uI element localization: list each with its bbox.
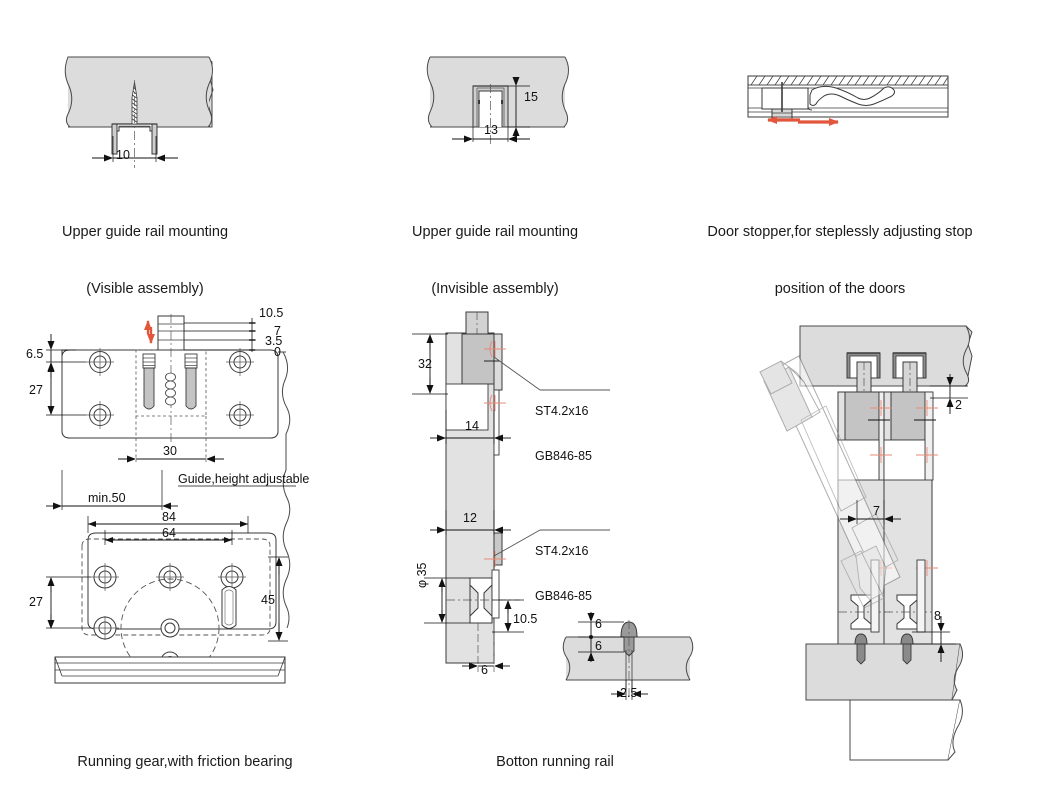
dim-label-30: 30	[163, 444, 177, 458]
dim-label-10p5: 10.5	[259, 306, 284, 320]
note-screw-upper-line1: ST4.2x16	[535, 404, 589, 418]
dimension-64	[104, 530, 233, 545]
note-screw-lower-line2: GB846-85	[535, 589, 592, 603]
dimension-45	[268, 556, 288, 642]
guide-pins	[142, 353, 198, 410]
adjust-direction-arrow	[767, 116, 839, 126]
caption-door-stopper: Door stopper,for steplessly adjusting st…	[690, 185, 990, 318]
dimension-7	[840, 500, 901, 524]
dimension-stack-height	[184, 318, 256, 352]
dim-label-6-rail-b: 6	[595, 639, 602, 653]
dimension-min50	[46, 470, 178, 510]
caption-line-1: Upper guide rail mounting	[411, 224, 579, 240]
caption-bottom-running-rail: Botton running rail	[430, 715, 680, 791]
dimension-13	[452, 127, 530, 143]
caption-line-2: (Visible assembly)	[86, 281, 204, 297]
dim-label-64: 64	[162, 526, 176, 540]
dim-label-10: 10	[116, 148, 130, 162]
dimension-6-groove	[462, 623, 510, 672]
bottom-rail-section	[54, 656, 286, 684]
screw-center-marks-lower	[484, 551, 506, 567]
caption-upper-guide-visible: Upper guide rail mounting (Visible assem…	[25, 185, 265, 318]
dimension-15	[508, 77, 530, 136]
dim-label-15: 15	[524, 90, 538, 104]
caption-line-1: Door stopper,for steplessly adjusting st…	[707, 224, 973, 240]
dimension-84	[87, 516, 249, 533]
dimension-32	[412, 333, 448, 395]
dim-label-8: 8	[934, 609, 941, 623]
figure-upper-guide-visible	[64, 56, 214, 168]
dim-label-6-rail-a: 6	[595, 617, 602, 631]
height-adjust-arrow	[144, 320, 155, 344]
dimension-phi35	[424, 577, 470, 624]
dim-label-2p5: 2.5	[620, 686, 638, 700]
dimension-30	[118, 416, 224, 463]
dimension-27-lower	[46, 576, 91, 629]
caption-line-2: position of the doors	[774, 281, 906, 297]
figure-door-assembly-section	[759, 325, 973, 761]
dimension-6p5-27	[46, 334, 86, 416]
dim-label-6p5: 6.5	[26, 347, 44, 361]
dim-label-7-gap: 7	[873, 504, 880, 518]
note-screw-lower-line1: ST4.2x16	[535, 544, 589, 558]
figure-bottom-running-rail	[412, 311, 694, 700]
dimension-10	[92, 136, 178, 162]
note-screw-upper: ST4.2x16 GB846-85	[535, 374, 592, 479]
floor-rail-detail	[562, 612, 694, 700]
roller-wheel	[446, 569, 520, 624]
dim-label-6-groove: 6	[481, 663, 488, 677]
note-guide-height-adjustable: Guide,height adjustable	[178, 472, 310, 486]
dim-label-2: 2	[955, 398, 962, 412]
dim-label-min50: min.50	[88, 491, 126, 505]
dimension-8	[912, 616, 956, 662]
dim-label-13: 13	[484, 123, 498, 137]
caption-line-1: Running gear,with friction bearing	[77, 754, 293, 770]
dim-label-0: 0	[274, 345, 281, 359]
dim-label-27-upper: 27	[29, 383, 43, 397]
caption-running-gear: Running gear,with friction bearing	[35, 715, 335, 791]
dim-label-14: 14	[465, 419, 479, 433]
figure-upper-guide-invisible	[426, 56, 569, 145]
dimension-14	[430, 410, 511, 444]
caption-upper-guide-invisible: Upper guide rail mounting (Invisible ass…	[375, 185, 615, 318]
dim-label-phi35: φ 35	[415, 562, 429, 588]
dim-label-84: 84	[162, 510, 176, 524]
dim-label-10p5-wheel: 10.5	[513, 612, 538, 626]
caption-line-1: Upper guide rail mounting	[61, 224, 229, 240]
note-screw-upper-line2: GB846-85	[535, 449, 592, 463]
note-screw-lower: ST4.2x16 GB846-85	[535, 514, 592, 619]
figure-door-stopper	[747, 75, 949, 126]
dim-label-32: 32	[418, 357, 432, 371]
caption-line-2: (Invisible assembly)	[431, 281, 559, 297]
door-leaf-tilted	[759, 355, 901, 609]
lower-rollers	[838, 559, 936, 633]
dimension-12	[430, 510, 511, 535]
caption-line-1: Botton running rail	[496, 754, 614, 770]
adjust-detent-chain	[165, 372, 176, 406]
dim-label-3p5: 3.5	[265, 334, 283, 348]
dim-label-7: 7	[274, 324, 281, 338]
figure-running-gear	[46, 314, 296, 684]
dim-label-12: 12	[463, 511, 477, 525]
dimension-2	[930, 374, 968, 414]
dimension-10p5	[492, 599, 524, 633]
screw-center-marks-upper	[484, 340, 506, 412]
screw-holes-top-plate	[86, 348, 254, 429]
dim-label-27-lower: 27	[29, 595, 43, 609]
dim-label-45: 45	[261, 593, 275, 607]
